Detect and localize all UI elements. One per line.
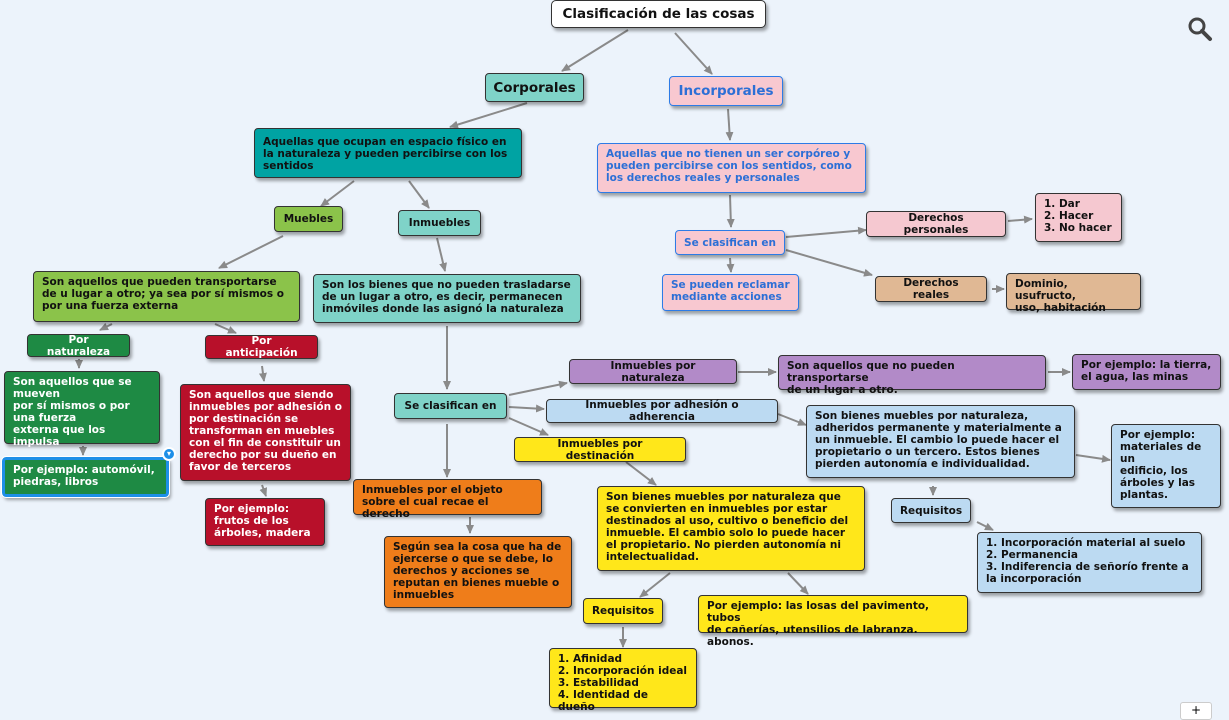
node-requisitos-destinacion-list[interactable]: 1. Afinidad 2. Incorporación ideal 3. Es… xyxy=(549,648,697,713)
node-requisitos-destinacion[interactable]: Requisitos xyxy=(583,598,663,624)
node-derechos-personales[interactable]: Derechos personales xyxy=(866,211,1006,237)
node-inmuebles-por-destinacion[interactable]: Inmuebles por destinación xyxy=(514,437,686,462)
collapse-toggle-icon[interactable]: ▾ xyxy=(162,447,176,461)
node-por-naturaleza[interactable]: Por naturaleza xyxy=(27,334,130,358)
connector xyxy=(99,322,113,331)
connector xyxy=(785,226,867,238)
node-inmuebles-por-objeto[interactable]: Inmuebles por el objeto sobre el cual re… xyxy=(353,479,542,520)
node-inmuebles[interactable]: Inmuebles xyxy=(398,210,481,236)
connector xyxy=(214,323,237,334)
node-se-clasifican-inmuebles[interactable]: Se clasifican en xyxy=(394,393,507,419)
connector xyxy=(625,461,657,486)
node-incorporales[interactable]: Incorporales xyxy=(669,76,783,106)
node-se-pueden-reclamar[interactable]: Se pueden reclamar mediante acciones xyxy=(662,274,799,311)
node-inm-destinacion-definition[interactable]: Son bienes muebles por naturaleza que se… xyxy=(597,486,865,571)
search-icon[interactable] xyxy=(1186,15,1214,43)
connector xyxy=(787,572,809,595)
connector xyxy=(725,108,734,141)
node-por-anticipacion[interactable]: Por anticipación xyxy=(205,335,318,359)
node-naturaleza-definition[interactable]: Son aquellos que se mueven por sí mismos… xyxy=(4,371,160,448)
node-derechos-personales-list[interactable]: 1. Dar 2. Hacer 3. No hacer xyxy=(1035,193,1122,242)
connector xyxy=(258,365,267,382)
node-muebles-definition[interactable]: Son aquellos que pueden transportarse de… xyxy=(33,271,300,322)
connector xyxy=(726,257,735,273)
node-inm-naturaleza-definition[interactable]: Son aquellos que no pueden transportarse… xyxy=(778,355,1046,396)
node-corporales[interactable]: Corporales xyxy=(485,73,584,102)
node-inmuebles-por-adhesion[interactable]: Inmuebles por adhesión o adherencia xyxy=(546,399,778,423)
connector xyxy=(508,404,545,413)
node-inm-objeto-definition[interactable]: Según sea la cosa que ha de ejercerse o … xyxy=(384,536,572,608)
connector xyxy=(218,235,284,269)
node-inm-adhesion-example[interactable]: Por ejemplo: materiales de un edificio, … xyxy=(1111,424,1221,508)
connector xyxy=(508,380,568,396)
connector xyxy=(639,572,671,598)
expand-icon[interactable]: + xyxy=(1180,702,1212,720)
connector xyxy=(561,29,629,72)
node-corporales-definition[interactable]: Aquellas que ocupan en espacio físico en… xyxy=(254,128,522,178)
connector xyxy=(674,32,713,75)
connector xyxy=(449,102,528,129)
node-inm-destinacion-example[interactable]: Por ejemplo: las losas del pavimento, tu… xyxy=(698,595,968,648)
node-inmuebles-por-naturaleza[interactable]: Inmuebles por naturaleza xyxy=(569,359,737,384)
node-requisitos-adhesion[interactable]: Requisitos xyxy=(891,498,971,523)
node-derechos-reales[interactable]: Derechos reales xyxy=(875,276,987,302)
node-incorporales-definition[interactable]: Aquellas que no tienen un ser corpóreo y… xyxy=(597,143,866,193)
node-anticipacion-example[interactable]: Por ejemplo: frutos de los árboles, made… xyxy=(205,498,325,546)
node-derechos-reales-list[interactable]: Dominio, usufructo, uso, habitación xyxy=(1006,273,1141,314)
connector xyxy=(1007,215,1033,224)
node-naturaleza-example[interactable]: Por ejemplo: automóvil, piedras, libros xyxy=(1,456,170,498)
connector xyxy=(508,417,549,436)
node-requisitos-adhesion-list[interactable]: 1. Incorporación material al suelo 2. Pe… xyxy=(977,532,1202,593)
node-inm-adhesion-definition[interactable]: Son bienes muebles por naturaleza, adher… xyxy=(806,405,1075,478)
connector xyxy=(436,237,448,272)
node-se-clasifican-incorporales[interactable]: Se clasifican en xyxy=(675,230,785,255)
connector xyxy=(726,194,735,228)
node-anticipacion-definition[interactable]: Son aquellos que siendo inmuebles por ad… xyxy=(180,384,351,481)
node-inm-naturaleza-example[interactable]: Por ejemplo: la tierra, el agua, las min… xyxy=(1072,354,1221,390)
connector xyxy=(408,180,430,209)
connector xyxy=(785,249,873,277)
connector xyxy=(320,180,355,207)
node-muebles[interactable]: Muebles xyxy=(274,206,343,232)
map-title[interactable]: Clasificación de las cosas xyxy=(551,0,766,28)
connector xyxy=(976,521,994,531)
connector xyxy=(777,413,807,426)
connector xyxy=(1075,454,1111,463)
connector xyxy=(259,484,268,497)
node-inmuebles-definition[interactable]: Son los bienes que no pueden trasladarse… xyxy=(313,274,581,323)
